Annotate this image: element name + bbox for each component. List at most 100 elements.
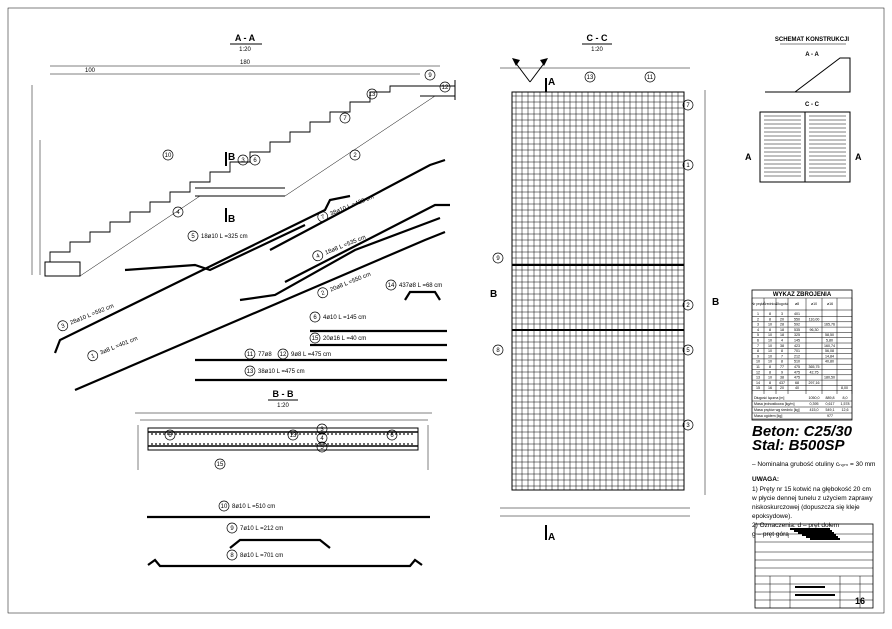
callout-number: 12	[442, 85, 449, 91]
callout-circle	[287, 429, 299, 441]
bar-text: 18ø8 L =535 cm	[324, 235, 366, 257]
bar-text: 20ø8 L =550 cm	[329, 272, 371, 294]
callout-circle	[682, 299, 694, 311]
callout-circle	[366, 88, 378, 100]
section-bb-title: B - B	[273, 389, 294, 399]
table-cell: 365,75	[809, 365, 820, 369]
callout-number: 8	[496, 348, 500, 354]
callout-circle	[439, 81, 451, 93]
table-cell: 7	[781, 354, 783, 358]
table-cell: 535	[794, 328, 800, 332]
callout-circle	[237, 154, 249, 166]
section-mark-b: B	[228, 214, 235, 225]
table-cell: 8	[769, 365, 771, 369]
table-header: ø8	[795, 302, 799, 306]
table-cell: 16	[768, 386, 772, 390]
table-cell: 2	[757, 317, 759, 321]
table-cell: 5	[757, 333, 759, 337]
bar-number: 3	[60, 323, 66, 330]
sheet-number: 16	[855, 596, 865, 606]
table-footer-cell: 1,578	[841, 402, 850, 406]
bar-text: 18ø10 L =325 cm	[201, 234, 248, 240]
schemat-aa: A - A	[805, 52, 819, 58]
bar-number: 15	[312, 336, 319, 342]
callout-circle	[424, 69, 436, 81]
table-footer-cell: 889,8	[826, 396, 835, 400]
table-cell: 8,00	[841, 386, 848, 390]
callout-number: 4	[176, 210, 180, 216]
table-cell: 3	[781, 312, 783, 316]
table-cell: 212	[794, 354, 800, 358]
callout-number: 3	[686, 423, 690, 429]
table-cell: 8	[769, 381, 771, 385]
table-header: Średnica	[763, 301, 777, 306]
section-cc-title: C - C	[587, 33, 608, 43]
bar-number: 9	[230, 526, 234, 532]
callout-circle	[316, 432, 328, 444]
callout-number: 4	[320, 436, 324, 442]
table-cell: 10	[768, 360, 772, 364]
bar-text: 3ø8 L =401 cm	[99, 336, 138, 357]
table-title: WYKAZ ZBROJENIA	[773, 292, 832, 298]
table-cell: 10	[768, 323, 772, 327]
callout-circle	[339, 112, 351, 124]
callout-circle	[682, 99, 694, 111]
callout-number: 2	[686, 303, 690, 309]
bar-number: 10	[221, 504, 228, 510]
callout-number: 15	[217, 462, 224, 468]
callout-circle	[316, 441, 328, 453]
section-mark-a: A	[745, 152, 752, 162]
table-cell: 68	[795, 381, 799, 385]
callout-number: 5	[320, 445, 324, 451]
table-cell: 9	[781, 370, 783, 374]
table-footer-cell: 0,395	[810, 402, 819, 406]
table-cell: 6	[757, 339, 759, 343]
callout-circle	[349, 149, 361, 161]
table-cell: 10	[768, 376, 772, 380]
table-cell: 13	[756, 376, 760, 380]
callout-number: 3	[320, 427, 324, 433]
table-cell: 475	[794, 376, 800, 380]
bar-text: 9ø8 L =475 cm	[291, 352, 331, 358]
table-cell: 8	[781, 349, 783, 353]
table-cell: 437	[779, 381, 785, 385]
dim-label: 180	[240, 60, 251, 66]
table-cell: 5,80	[826, 339, 833, 343]
bar-number: 12	[280, 352, 287, 358]
table-header: ø16	[827, 302, 833, 306]
table-header: Nr pręta	[752, 302, 765, 306]
table-footer-cell: 1050,0	[809, 396, 820, 400]
table-cell: 10	[768, 333, 772, 337]
table-cell: 20	[780, 317, 784, 321]
bar-text: 7ø10 L =212 cm	[240, 526, 283, 532]
table-cell: 401	[794, 312, 800, 316]
table-cell: 8	[769, 317, 771, 321]
table-cell: 3	[757, 323, 759, 327]
table-cell: 592	[794, 323, 800, 327]
table-footer-label: Masa ogółem [kg]	[754, 414, 782, 418]
table-cell: 18	[780, 328, 784, 332]
section-bb-scale: 1:20	[277, 403, 289, 409]
table-cell: 145	[794, 339, 800, 343]
section-mark-a: A	[548, 77, 555, 88]
table-cell: 475	[794, 370, 800, 374]
bar-text: 8ø10 L =701 cm	[240, 553, 283, 559]
table-cell: 475	[794, 365, 800, 369]
callout-circle	[249, 154, 261, 166]
bar-text: 77ø8	[258, 352, 272, 358]
table-cell: 12	[756, 370, 760, 374]
bar-text: 4ø10 L =145 cm	[323, 315, 366, 321]
table-cell: 14	[756, 381, 760, 385]
direction-arrows-icon	[512, 58, 548, 83]
table-cell: 42,75	[810, 370, 819, 374]
